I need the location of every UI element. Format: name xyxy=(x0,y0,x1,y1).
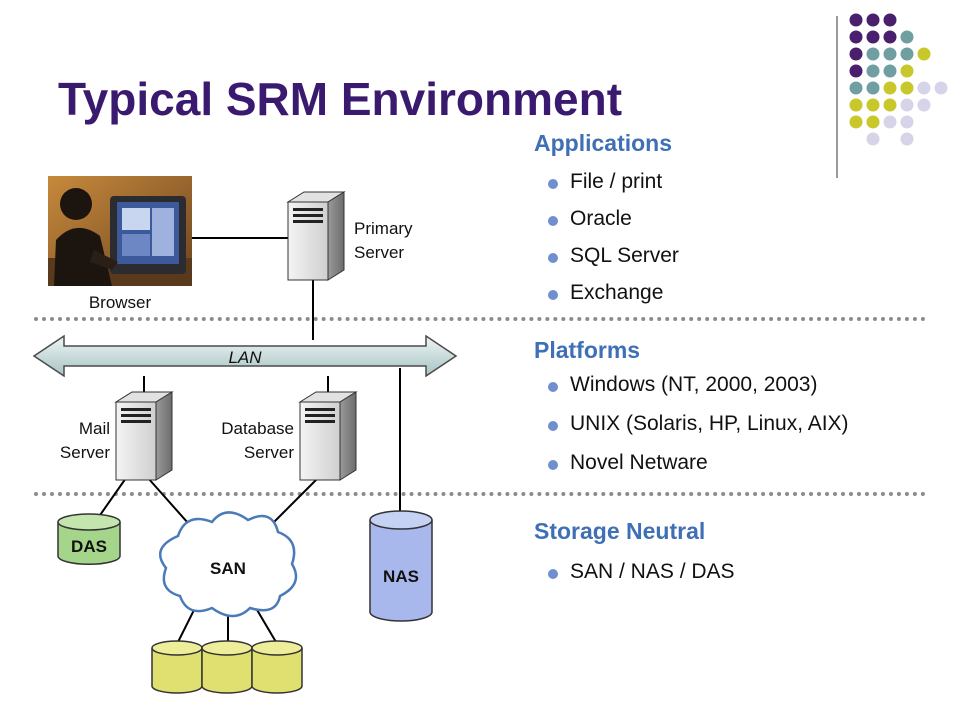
list-item: UNIX (Solaris, HP, Linux, AIX) xyxy=(548,412,849,451)
srm-diagram: Browser Primary Server LAN Mail Server D… xyxy=(32,176,458,694)
vertical-divider xyxy=(836,16,838,178)
decorative-dot xyxy=(849,115,863,129)
decorative-dot xyxy=(883,64,897,78)
decorative-dot xyxy=(883,47,897,61)
decorative-dot-grid xyxy=(849,13,948,146)
san-label: SAN xyxy=(210,559,246,578)
decorative-dot xyxy=(883,30,897,44)
browser-user-photo xyxy=(48,176,192,286)
decorative-dot xyxy=(849,13,863,27)
mail-server-icon xyxy=(114,391,174,481)
nas-cylinder-icon xyxy=(369,510,433,622)
decorative-dot xyxy=(866,98,880,112)
decorative-dot xyxy=(866,132,880,146)
mail-server-label-line1: Mail xyxy=(79,419,110,438)
decorative-dot xyxy=(883,81,897,95)
primary-server-label-line1: Primary xyxy=(354,219,413,238)
decorative-dot xyxy=(849,47,863,61)
list-item: SAN / NAS / DAS xyxy=(548,560,735,597)
decorative-dot xyxy=(917,98,931,112)
list-item: Windows (NT, 2000, 2003) xyxy=(548,373,849,412)
decorative-dot xyxy=(900,47,914,61)
decorative-dot xyxy=(849,64,863,78)
decorative-dot xyxy=(849,81,863,95)
list-item: Oracle xyxy=(548,207,679,244)
das-cylinder-icon xyxy=(57,513,121,565)
database-server-label-line2: Server xyxy=(244,443,294,462)
browser-label: Browser xyxy=(89,293,152,312)
lan-label: LAN xyxy=(228,348,262,367)
decorative-dot xyxy=(917,81,931,95)
decorative-dot xyxy=(883,98,897,112)
storage-list: SAN / NAS / DAS xyxy=(548,560,735,597)
database-server-label-line1: Database xyxy=(221,419,294,438)
decorative-dot xyxy=(900,81,914,95)
primary-server-label-line2: Server xyxy=(354,243,404,262)
decorative-dot xyxy=(934,81,948,95)
section-separator-bottom xyxy=(34,492,926,496)
decorative-dot xyxy=(866,64,880,78)
primary-server-icon xyxy=(286,191,346,281)
mail-server-label-line2: Server xyxy=(60,443,110,462)
decorative-dot xyxy=(849,98,863,112)
san-cloud-icon xyxy=(158,511,298,618)
list-item: Exchange xyxy=(548,281,679,318)
decorative-dot xyxy=(900,132,914,146)
applications-list: File / print Oracle SQL Server Exchange xyxy=(548,170,679,318)
decorative-dot xyxy=(849,30,863,44)
decorative-dot xyxy=(917,47,931,61)
das-label: DAS xyxy=(71,537,107,556)
decorative-dot xyxy=(900,115,914,129)
decorative-dot xyxy=(866,13,880,27)
list-item: Novel Netware xyxy=(548,451,849,490)
applications-heading: Applications xyxy=(534,130,673,156)
decorative-dot xyxy=(900,64,914,78)
decorative-dot xyxy=(900,98,914,112)
list-item: SQL Server xyxy=(548,244,679,281)
decorative-dot xyxy=(866,81,880,95)
list-item: File / print xyxy=(548,170,679,207)
decorative-dot xyxy=(866,115,880,129)
decorative-dot xyxy=(883,115,897,129)
decorative-dot xyxy=(900,30,914,44)
database-server-icon xyxy=(298,391,358,481)
platforms-list: Windows (NT, 2000, 2003) UNIX (Solaris, … xyxy=(548,373,849,490)
page-title: Typical SRM Environment xyxy=(58,73,623,125)
section-separator-top xyxy=(34,317,926,321)
decorative-dot xyxy=(866,30,880,44)
storage-heading: Storage Neutral xyxy=(534,518,706,544)
san-disk-array-icon xyxy=(151,640,303,694)
decorative-dot xyxy=(883,13,897,27)
platforms-heading: Platforms xyxy=(534,337,641,363)
lan-bus xyxy=(32,334,458,378)
nas-label: NAS xyxy=(383,567,419,586)
decorative-dot xyxy=(866,47,880,61)
